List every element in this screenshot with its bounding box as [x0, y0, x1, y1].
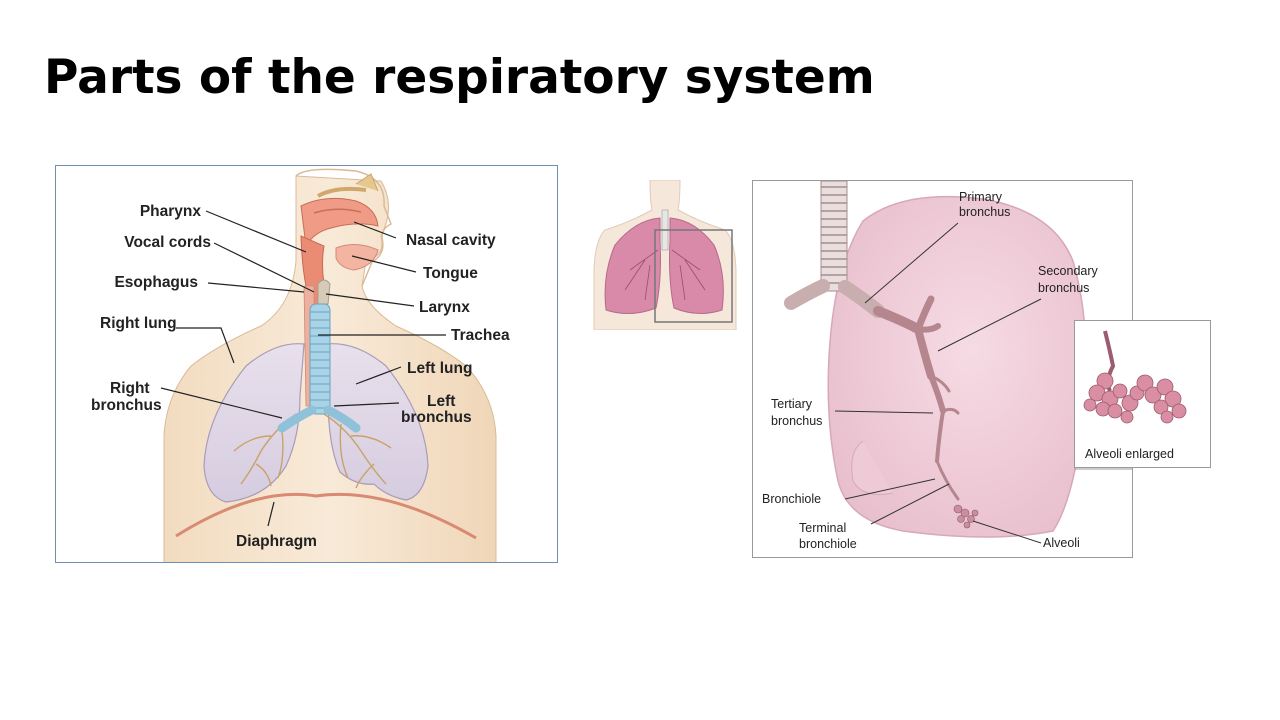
label-terminal-bronchiole-1: Terminal [799, 521, 846, 535]
trachea-shape [277, 303, 361, 433]
bronchial-tree [233, 413, 392, 489]
bronchial-branches [873, 295, 960, 501]
label-tertiary-bronchus-1: Tertiary [771, 397, 813, 411]
label-pharynx: Pharynx [140, 203, 202, 220]
label-bronchiole: Bronchiole [762, 492, 821, 506]
leader-lines [160, 210, 446, 527]
respiratory-system-diagram: Pharynx Vocal cords Esophagus Right lung… [55, 165, 558, 563]
label-left-bronchus-1: Left [427, 393, 455, 410]
alveoli-enlarged-inset: Alveoli enlarged [1074, 320, 1211, 468]
diaphragm-shape [175, 492, 477, 540]
label-alveoli-enlarged: Alveoli enlarged [1085, 447, 1174, 461]
label-primary-bronchus-1: Primary [959, 190, 1003, 204]
alveoli-cluster [953, 504, 979, 529]
label-trachea: Trachea [451, 327, 510, 344]
right-lung-shape [203, 343, 305, 503]
label-left-lung: Left lung [407, 360, 472, 377]
label-terminal-bronchiole-2: bronchiole [799, 537, 857, 551]
label-esophagus: Esophagus [114, 274, 198, 291]
left-lung-shape [325, 343, 429, 501]
lung-shape [827, 195, 1088, 538]
label-diaphragm: Diaphragm [236, 533, 317, 550]
label-vocal-cords: Vocal cords [124, 234, 211, 251]
label-secondary-bronchus-2: bronchus [1038, 281, 1089, 295]
label-primary-bronchus-2: bronchus [959, 205, 1010, 219]
larynx-shape [317, 279, 331, 305]
lungs-thumbnail [590, 180, 740, 330]
label-nasal-cavity: Nasal cavity [406, 232, 496, 249]
label-secondary-bronchus-1: Secondary [1038, 264, 1099, 278]
label-larynx: Larynx [419, 299, 470, 316]
slide-title: Parts of the respiratory system [44, 50, 875, 105]
label-tongue: Tongue [423, 265, 478, 282]
trachea-segment [820, 181, 848, 292]
label-left-bronchus-2: bronchus [401, 409, 472, 426]
label-right-bronchus-1: Right [110, 380, 150, 397]
leader-lines-right [834, 222, 1042, 544]
label-right-bronchus-2: bronchus [91, 397, 162, 414]
label-right-lung: Right lung [100, 315, 177, 332]
thumbnail-highlight-box [654, 229, 733, 323]
nasal-cavity-shape [300, 173, 379, 248]
label-tertiary-bronchus-2: bronchus [771, 414, 822, 428]
label-alveoli: Alveoli [1043, 536, 1080, 550]
